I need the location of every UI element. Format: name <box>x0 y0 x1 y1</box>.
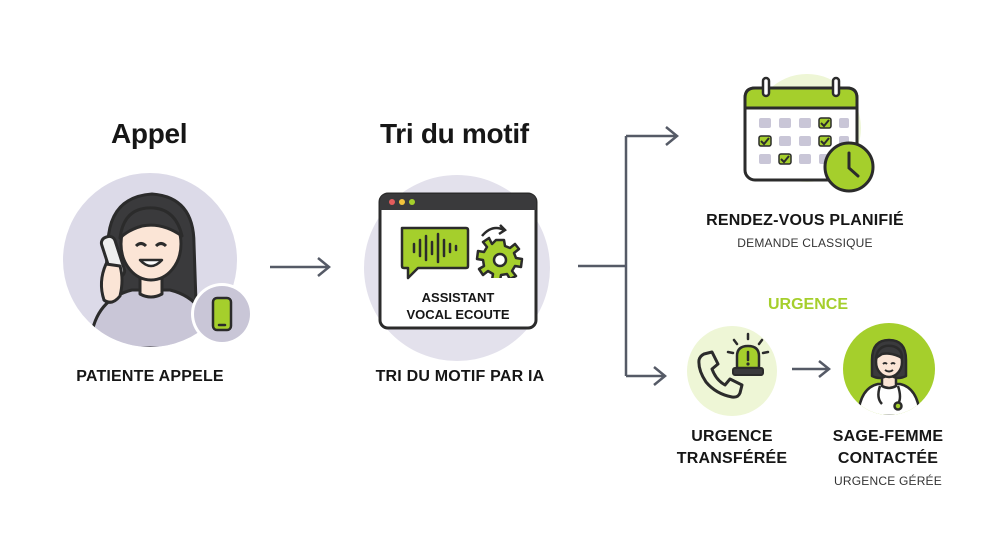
smartphone-icon <box>191 283 253 345</box>
window-text-line2: VOCAL ECOUTE <box>406 307 510 322</box>
woman-phone-icon <box>62 172 238 348</box>
midwife-icon <box>842 322 936 416</box>
urgence-label: URGENCE <box>767 296 848 313</box>
midwife-line1: SAGE-FEMME <box>832 428 944 445</box>
clock-icon <box>822 140 876 194</box>
midwife-line2: CONTACTÉE <box>837 450 939 467</box>
midwife-subtitle: URGENCE GÉRÉE <box>834 474 942 488</box>
rdv-title: RENDEZ-VOUS PLANIFIÉ <box>706 212 904 229</box>
step-tri-caption: TRI DU MOTIF PAR IA <box>375 368 545 385</box>
window-text-line1: ASSISTANT <box>421 290 495 305</box>
arrow-icon <box>268 255 334 279</box>
arrow-icon <box>790 358 832 380</box>
gear-icon <box>474 222 524 278</box>
urgence-transfer-line1: URGENCE <box>691 428 773 445</box>
rdv-subtitle: DEMANDE CLASSIQUE <box>737 236 873 250</box>
step-appel-caption: PATIENTE APPELE <box>76 368 224 385</box>
urgence-transfer-line2: TRANSFÉRÉE <box>676 450 788 467</box>
phone-icon <box>694 348 746 400</box>
sound-wave-icon <box>398 224 470 282</box>
siren-icon <box>724 332 772 378</box>
branch-connector <box>576 118 686 390</box>
step-appel-title: Appel <box>111 118 188 149</box>
step-tri-title: Tri du motif <box>380 118 529 149</box>
